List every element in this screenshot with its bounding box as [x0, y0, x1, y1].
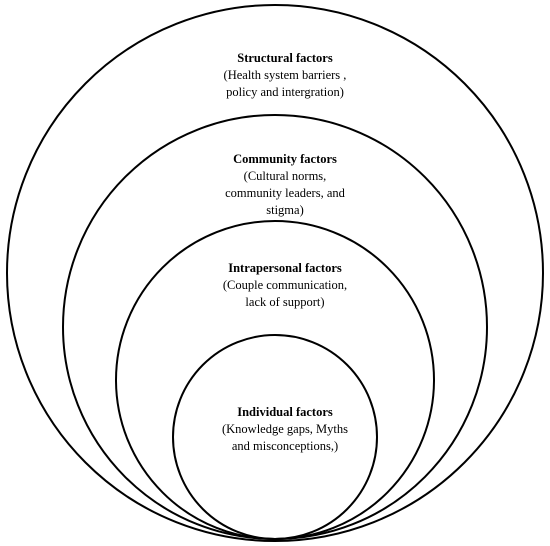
structural-factors-title: Structural factors — [237, 51, 333, 65]
intrapersonal-factors-desc-line: (Couple communication, — [222, 278, 348, 292]
individual-factors-title: Individual factors — [237, 405, 333, 419]
structural-factors-desc-line: policy and intergration) — [226, 85, 344, 99]
individual-factors-desc-line: (Knowledge gaps, Myths — [221, 422, 349, 436]
intrapersonal-factors-desc-line: lack of support) — [245, 295, 325, 309]
community-factors-desc-line: stigma) — [266, 203, 304, 217]
community-factors-title: Community factors — [233, 152, 337, 166]
community-factors-label: Community factors (Cultural norms, commu… — [175, 151, 395, 219]
structural-factors-desc-line: (Health system barriers , — [223, 68, 347, 82]
community-factors-desc-line: (Cultural norms, — [243, 169, 327, 183]
intrapersonal-factors-title: Intrapersonal factors — [228, 261, 342, 275]
individual-factors-desc-line: and misconceptions,) — [231, 439, 339, 453]
community-factors-desc-line: community leaders, and — [225, 186, 345, 200]
individual-circle — [172, 334, 378, 540]
individual-factors-label: Individual factors (Knowledge gaps, Myth… — [180, 404, 390, 455]
structural-circle — [6, 4, 544, 542]
structural-factors-label: Structural factors (Health system barrie… — [175, 50, 395, 101]
intrapersonal-factors-label: Intrapersonal factors (Couple communicat… — [175, 260, 395, 311]
